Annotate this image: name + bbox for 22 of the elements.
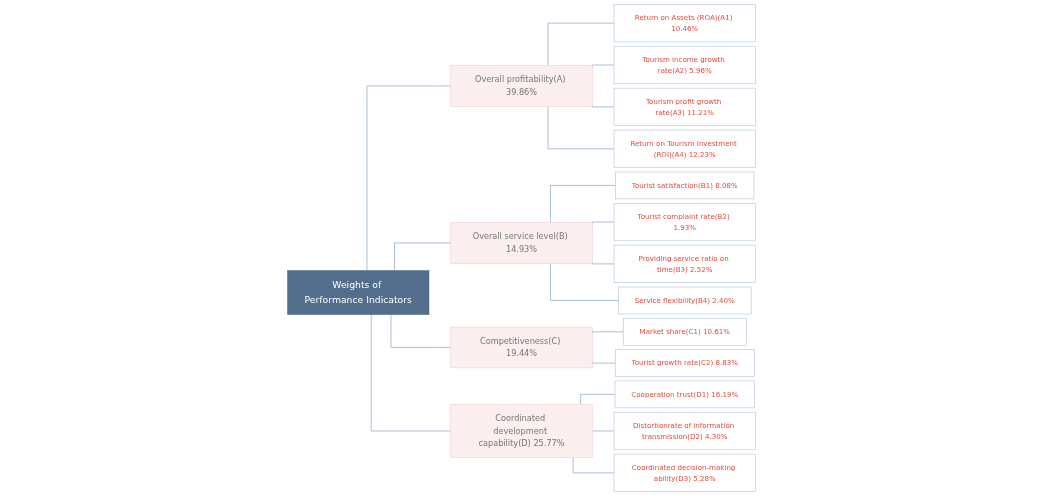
- connector: [366, 85, 452, 271]
- connector: [580, 393, 616, 405]
- node-box: Overall service level(B) 14.93%: [450, 222, 593, 264]
- node-box: Weights of Performance Indicators: [287, 270, 430, 315]
- connector: [591, 360, 616, 364]
- connector: [550, 262, 619, 301]
- connector: [394, 242, 452, 271]
- node-box: Competitiveness(C) 19.44%: [450, 326, 593, 369]
- connector: [591, 430, 615, 432]
- connector: [390, 314, 452, 348]
- connector: [591, 221, 615, 226]
- connector: [547, 22, 615, 66]
- connector: [591, 64, 615, 69]
- node-box: Overall profitability(A) 39.86%: [450, 65, 593, 107]
- connector: [550, 185, 616, 223]
- connector: [547, 105, 615, 150]
- node-box: Coordinated development capability(D) 25.77%: [450, 404, 593, 458]
- connector: [591, 260, 615, 265]
- connector: [591, 103, 615, 108]
- connector: [591, 331, 624, 335]
- connector: [572, 457, 615, 474]
- connector: [370, 314, 452, 432]
